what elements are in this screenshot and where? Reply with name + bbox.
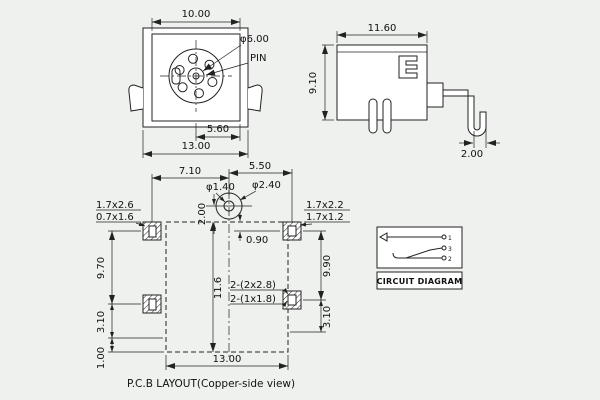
dim-label: φ6.00 bbox=[240, 34, 269, 45]
dim-left-bottom-100: 1.00 bbox=[96, 338, 164, 369]
top-view: 10.00 φ6.00 PIN 5.60 13.00 bbox=[128, 9, 269, 158]
pcb-layout: 7.10 5.50 φ1.40 φ2.40 2.00 1.7x2.6 0.7x1… bbox=[96, 161, 350, 390]
dim-label: 10.00 bbox=[182, 9, 211, 20]
pad-note: 0.7x1.6 bbox=[96, 212, 134, 223]
pad-note: 1.7x2.6 bbox=[96, 200, 134, 211]
callout-pin: PIN bbox=[205, 53, 266, 76]
dim-label: 11.6 bbox=[213, 277, 224, 299]
callout-hole-inner: φ1.40 bbox=[206, 182, 235, 203]
dim-label: 13.00 bbox=[213, 354, 242, 365]
dim-left-lower-310: 3.10 bbox=[96, 304, 163, 339]
shield-window bbox=[398, 55, 418, 79]
dim-label: 2.00 bbox=[461, 149, 483, 160]
dim-label: φ2.40 bbox=[252, 180, 281, 191]
notch bbox=[188, 53, 198, 64]
switch-line bbox=[405, 247, 443, 259]
pin-number: 1 bbox=[448, 235, 452, 242]
notch bbox=[194, 88, 204, 99]
dim-label: 7.10 bbox=[179, 166, 201, 177]
dim-right-lower-310: 3.10 bbox=[290, 300, 333, 333]
top-view-body-outline bbox=[142, 27, 249, 128]
circuit-diagram: 1 3 2 CIRCUIT DIAGRAM bbox=[376, 226, 463, 290]
slot-note: 2-(2x2.8) bbox=[230, 280, 276, 291]
pad-bottom-right bbox=[282, 290, 302, 310]
terminal-1 bbox=[441, 234, 447, 240]
dim-side-height-910: 9.10 bbox=[308, 44, 334, 121]
pad-top-left bbox=[142, 221, 162, 241]
dim-left-pitch-970: 9.70 bbox=[96, 230, 141, 305]
dim-pcb-width-13: 13.00 bbox=[165, 354, 289, 370]
dim-label: 5.50 bbox=[249, 161, 271, 172]
pcb-body-outline bbox=[165, 221, 289, 353]
top-view-inner-outline bbox=[151, 33, 241, 122]
dim-pin-offset-560: 5.60 bbox=[195, 123, 241, 141]
dim-label: 3.10 bbox=[96, 311, 107, 333]
dim-right-span-550: 5.50 bbox=[229, 161, 293, 222]
dim-right-pitch-990: 9.90 bbox=[303, 230, 333, 301]
barrel-circle bbox=[168, 48, 224, 104]
dim-label: 9.90 bbox=[322, 255, 333, 277]
center-pin-outer bbox=[187, 67, 205, 85]
pad-top-right bbox=[282, 221, 302, 241]
terminal-3 bbox=[441, 245, 447, 251]
pin-number: 2 bbox=[448, 256, 452, 263]
fork-leg-right bbox=[382, 98, 392, 134]
circuit-label-box bbox=[376, 271, 463, 290]
dim-label: 0.90 bbox=[246, 235, 268, 246]
callout-pin-diameter: φ6.00 bbox=[202, 34, 269, 72]
pcb-caption: P.C.B LAYOUT(Copper-side view) bbox=[127, 378, 295, 390]
note-pad-top-left: 1.7x2.6 0.7x1.6 bbox=[96, 200, 146, 227]
dim-label: φ1.40 bbox=[206, 182, 235, 193]
dim-side-width-1160: 11.60 bbox=[336, 23, 428, 43]
note-slot-a: 2-(2x2.8) bbox=[230, 280, 289, 295]
key-slot bbox=[171, 67, 181, 85]
dim-label: 2.00 bbox=[197, 203, 208, 225]
dim-top-width-10: 10.00 bbox=[151, 9, 241, 31]
pin-number: 3 bbox=[448, 246, 452, 253]
dim-label: 9.70 bbox=[96, 257, 107, 279]
circuit-label: CIRCUIT DIAGRAM bbox=[377, 277, 463, 286]
center-pin-inner bbox=[192, 72, 200, 80]
bent-lead bbox=[442, 89, 487, 137]
dim-hole-edge-200: 2.00 bbox=[197, 194, 216, 234]
dim-overall-width-13: 13.00 bbox=[142, 130, 249, 158]
slot-note: 2-(1x1.8) bbox=[230, 294, 276, 305]
terminal-2 bbox=[441, 255, 447, 261]
dim-label: 5.60 bbox=[207, 124, 229, 135]
dim-label: 3.10 bbox=[322, 306, 333, 328]
side-view: 11.60 9.10 2.00 bbox=[308, 23, 500, 160]
top-view-right-tab bbox=[247, 84, 263, 112]
pad-bottom-left bbox=[142, 294, 162, 314]
dim-lead-200: 2.00 bbox=[459, 116, 500, 160]
dim-pad-top-090: 0.90 bbox=[234, 212, 280, 246]
pad-note: 1.7x1.2 bbox=[306, 212, 344, 223]
hole-inner bbox=[223, 200, 235, 212]
callout-hole-outer: φ2.40 bbox=[239, 180, 281, 201]
sleeve-line bbox=[392, 252, 442, 259]
pin-label: PIN bbox=[250, 53, 266, 64]
fork-leg-left bbox=[368, 98, 378, 134]
note-slot-b: 2-(1x1.8) bbox=[230, 294, 288, 308]
pad-note: 1.7x2.2 bbox=[306, 200, 344, 211]
side-tab bbox=[426, 82, 444, 108]
notch bbox=[177, 82, 188, 93]
dim-label: 13.00 bbox=[182, 141, 211, 152]
dim-label: 1.00 bbox=[96, 347, 107, 369]
circuit-box bbox=[376, 226, 463, 269]
note-pad-top-right: 1.7x2.2 1.7x1.2 bbox=[299, 200, 350, 227]
dim-label: 11.60 bbox=[368, 23, 397, 34]
notch bbox=[207, 77, 218, 87]
top-view-left-tab bbox=[128, 84, 144, 112]
dim-label: 9.10 bbox=[308, 72, 319, 94]
dim-body-height-116: 11.6 bbox=[210, 222, 224, 352]
